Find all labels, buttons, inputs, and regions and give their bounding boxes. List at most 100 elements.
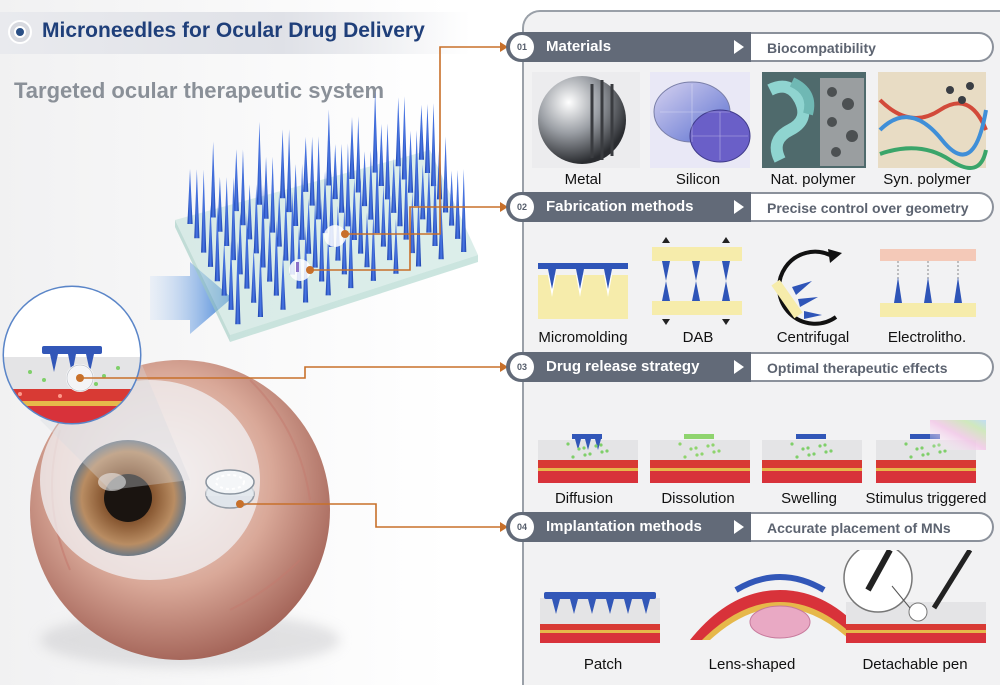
drug-particle <box>700 452 704 456</box>
play-arrow-icon <box>734 360 744 374</box>
drug-particle <box>812 452 816 456</box>
microneedle <box>276 191 282 247</box>
microneedle <box>368 150 374 220</box>
play-arrow-icon <box>734 520 744 534</box>
materials-thumbnails <box>532 72 988 170</box>
section-benefit: Accurate placement of MNs <box>767 520 951 536</box>
microneedle <box>326 109 332 186</box>
tissue-layer <box>650 460 750 468</box>
play-arrow-icon <box>734 40 744 54</box>
item-label: DAB <box>682 329 714 346</box>
patch-diagram <box>540 592 660 643</box>
tissue-layer <box>762 468 862 471</box>
tissue-layer <box>538 471 638 483</box>
drug-particle <box>915 447 919 451</box>
microneedle <box>228 240 234 310</box>
microneedle <box>187 168 193 224</box>
microneedle <box>279 129 286 199</box>
implant-ring-icon <box>205 469 255 509</box>
drug-particle <box>920 446 924 450</box>
microneedle <box>309 136 315 206</box>
tissue-layer <box>876 471 976 483</box>
microneedle <box>244 212 250 289</box>
microneedle <box>442 136 449 213</box>
microneedle <box>575 439 581 450</box>
item-label: Nat. polymer <box>770 171 856 188</box>
microneedle <box>257 247 264 317</box>
microneedle <box>370 211 376 281</box>
section-number: 02 <box>510 195 534 219</box>
microneedle <box>351 178 357 240</box>
section-title: Drug release strategy <box>546 358 700 375</box>
left-illustration <box>2 42 508 668</box>
microneedle <box>397 157 403 227</box>
item-label: Electrolitho. <box>887 329 967 346</box>
microneedle <box>387 184 393 261</box>
drug-particle <box>824 450 828 454</box>
microneedle <box>207 204 214 267</box>
electrolitho-diagram <box>880 249 976 317</box>
microneedle <box>407 130 414 193</box>
tissue-layer <box>650 471 750 483</box>
section-number: 03 <box>510 355 534 379</box>
microneedle <box>221 240 227 296</box>
synthetic-polymer-image <box>878 72 988 170</box>
drug-particle <box>678 442 682 446</box>
drug-particle <box>599 443 603 447</box>
drug-particle <box>904 442 908 446</box>
microneedle <box>306 198 312 254</box>
drug-particle <box>582 446 586 450</box>
microneedle <box>319 198 325 282</box>
microneedle <box>391 157 397 213</box>
title-bar <box>0 12 470 54</box>
item-label: Micromolding <box>538 329 628 346</box>
drug-particle <box>926 452 930 456</box>
microneedle <box>263 156 269 219</box>
microneedle <box>438 197 444 260</box>
microneedle <box>247 184 253 240</box>
drug-particle <box>909 455 913 459</box>
microneedle <box>430 103 437 187</box>
drug-particle <box>689 447 693 451</box>
microneedle <box>325 233 331 296</box>
micromolding-diagram <box>538 263 628 319</box>
section-materials-header: 01 Materials Biocompatibility <box>506 32 994 62</box>
silicon-image <box>650 72 751 168</box>
drug-particle <box>594 444 598 448</box>
drug-particle <box>571 455 575 459</box>
item-label: Diffusion <box>554 490 614 507</box>
microneedle <box>378 124 384 187</box>
section-drug-release-header: 03 Drug release strategy Optimal therape… <box>506 352 994 382</box>
microneedle <box>283 191 289 261</box>
drug-particle <box>807 453 811 457</box>
section-title: Implantation methods <box>546 518 702 535</box>
drug-particle <box>790 442 794 446</box>
microneedle <box>280 254 286 310</box>
microneedle <box>424 103 431 173</box>
tissue-layer <box>876 468 976 471</box>
microneedle <box>595 439 601 450</box>
section-benefit: Biocompatibility <box>767 40 876 56</box>
tissue-layer <box>538 468 638 471</box>
microneedle <box>312 198 318 268</box>
drug-particle <box>577 447 581 451</box>
patch-backing <box>684 434 714 439</box>
microneedle <box>303 136 309 192</box>
metal-image <box>532 72 640 168</box>
microneedle <box>270 156 276 233</box>
tissue-layer <box>762 440 862 460</box>
drug-particle <box>938 450 942 454</box>
microneedle <box>214 205 220 282</box>
drug-particle <box>818 444 822 448</box>
tissue-layer <box>762 471 862 483</box>
microneedle <box>364 212 370 268</box>
microneedle <box>210 141 216 218</box>
item-label: Centrifugal <box>776 329 850 346</box>
microneedle <box>289 191 296 275</box>
drug-release-thumbnails <box>538 420 986 483</box>
microneedle <box>233 149 239 212</box>
section-implantation-header: 04 Implantation methods Accurate placeme… <box>506 512 994 542</box>
drug-particle <box>600 450 604 454</box>
microneedle <box>217 176 223 232</box>
